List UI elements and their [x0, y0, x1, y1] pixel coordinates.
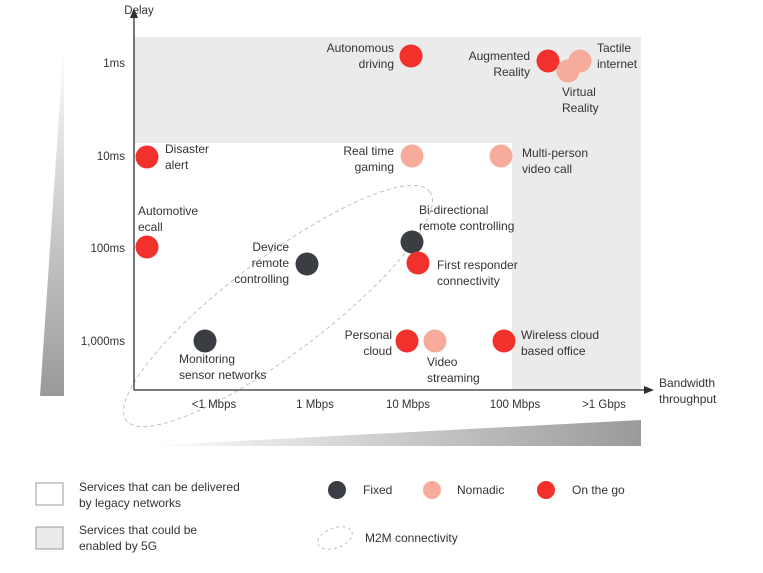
x-axis	[134, 386, 654, 394]
point-marker-on-the-go	[399, 44, 423, 68]
y-tick-label: 1ms	[103, 58, 125, 70]
point-marker-on-the-go	[492, 329, 516, 353]
legend-label-nomadic: Nomadic	[457, 483, 504, 497]
point-marker-on-the-go	[395, 329, 419, 353]
legacy-region-swatch	[35, 482, 64, 506]
m2m-legend-swatch	[317, 526, 353, 550]
legend-swatch-nomadic	[423, 481, 441, 499]
point-marker-on-the-go	[135, 145, 159, 169]
point-marker-on-the-go	[406, 251, 430, 275]
legend-swatch-fixed	[328, 481, 346, 499]
point-marker-nomadic	[423, 329, 447, 353]
x-tick-label: >1 Gbps	[582, 399, 626, 411]
point-marker-nomadic	[568, 49, 592, 73]
y-axis	[130, 8, 138, 390]
point-marker-fixed	[400, 230, 424, 254]
y-tick-label: 100ms	[90, 243, 125, 255]
legend-swatch-on-the-go	[537, 481, 555, 499]
point-marker-fixed	[193, 329, 217, 353]
point-marker-on-the-go	[135, 235, 159, 259]
x-tick-label: 10 Mbps	[386, 399, 430, 411]
y-tick-label: 10ms	[97, 151, 125, 163]
x-tick-label: 1 Mbps	[296, 399, 334, 411]
5g-region-right	[512, 143, 641, 390]
point-marker-nomadic	[400, 144, 424, 168]
m2m-connectivity-ellipse	[123, 184, 433, 428]
m2m-legend-label: M2M connectivity	[365, 531, 458, 545]
delay-gradient-wedge	[40, 40, 64, 396]
point-marker-fixed	[295, 252, 319, 276]
point-marker-on-the-go	[536, 49, 560, 73]
y-tick-label: 1,000ms	[81, 336, 125, 348]
y-axis-title: Delay	[124, 5, 154, 17]
legend-label-on-the-go: On the go	[572, 483, 625, 497]
5g-region-swatch	[35, 526, 64, 550]
x-tick-label: <1 Mbps	[192, 399, 237, 411]
point-marker-nomadic	[489, 144, 513, 168]
x-tick-label: 100 Mbps	[490, 399, 541, 411]
bandwidth-gradient-wedge	[143, 420, 641, 446]
legend-label-fixed: Fixed	[363, 483, 392, 497]
